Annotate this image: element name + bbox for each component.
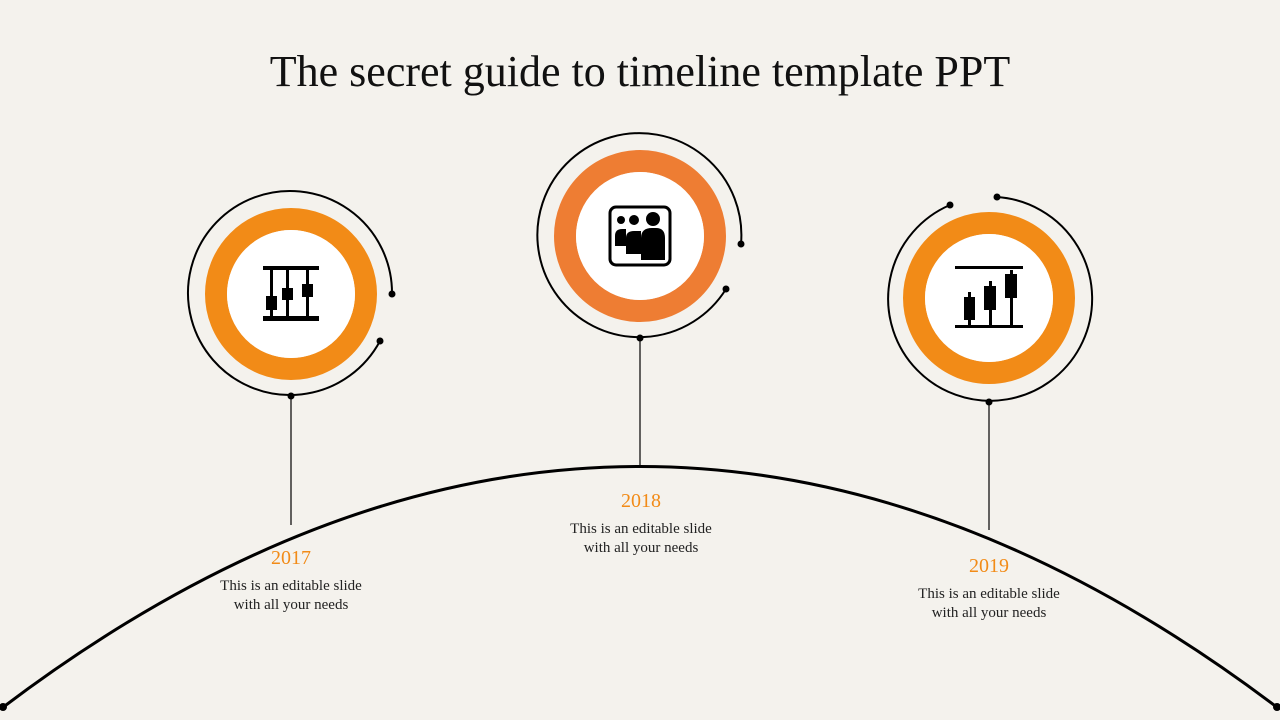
outer-ring-2017 <box>187 190 394 396</box>
milestone-2017-node <box>187 190 396 525</box>
slide-title: The secret guide to timeline template PP… <box>269 47 1011 96</box>
desc-line-2: with all your needs <box>583 540 699 556</box>
milestone-2019-node <box>887 193 1094 530</box>
candlestick-chart-icon <box>955 266 1023 328</box>
milestone-desc-2019: This is an editable slide with all your … <box>869 585 1109 623</box>
milestone-2018-node <box>536 132 745 466</box>
milestone-year-2019: 2019 <box>969 555 1009 577</box>
team-group-icon <box>608 205 672 267</box>
milestone-desc-2018: This is an editable slide with all your … <box>521 520 761 558</box>
orange-ring-2017 <box>205 208 377 380</box>
outer-ring-2019 <box>887 196 1094 402</box>
desc-line-1: This is an editable slide <box>220 578 362 594</box>
orange-ring-2018 <box>554 150 726 322</box>
desc-line-1: This is an editable slide <box>918 586 1060 602</box>
arc-end-dot-left <box>0 703 7 711</box>
desc-line-2: with all your needs <box>931 605 1047 621</box>
orange-ring-2019 <box>903 212 1075 384</box>
desc-line-2: with all your needs <box>233 597 349 613</box>
milestone-desc-2017: This is an editable slide with all your … <box>171 577 411 615</box>
desc-line-1: This is an editable slide <box>570 521 712 537</box>
timeline-arc <box>1 465 1279 710</box>
pulley-chart-icon <box>263 266 319 321</box>
arc-end-dot-right <box>1273 703 1280 711</box>
milestone-year-2017: 2017 <box>271 547 311 569</box>
milestone-year-2018: 2018 <box>621 490 661 512</box>
outer-ring-2018 <box>536 132 743 339</box>
